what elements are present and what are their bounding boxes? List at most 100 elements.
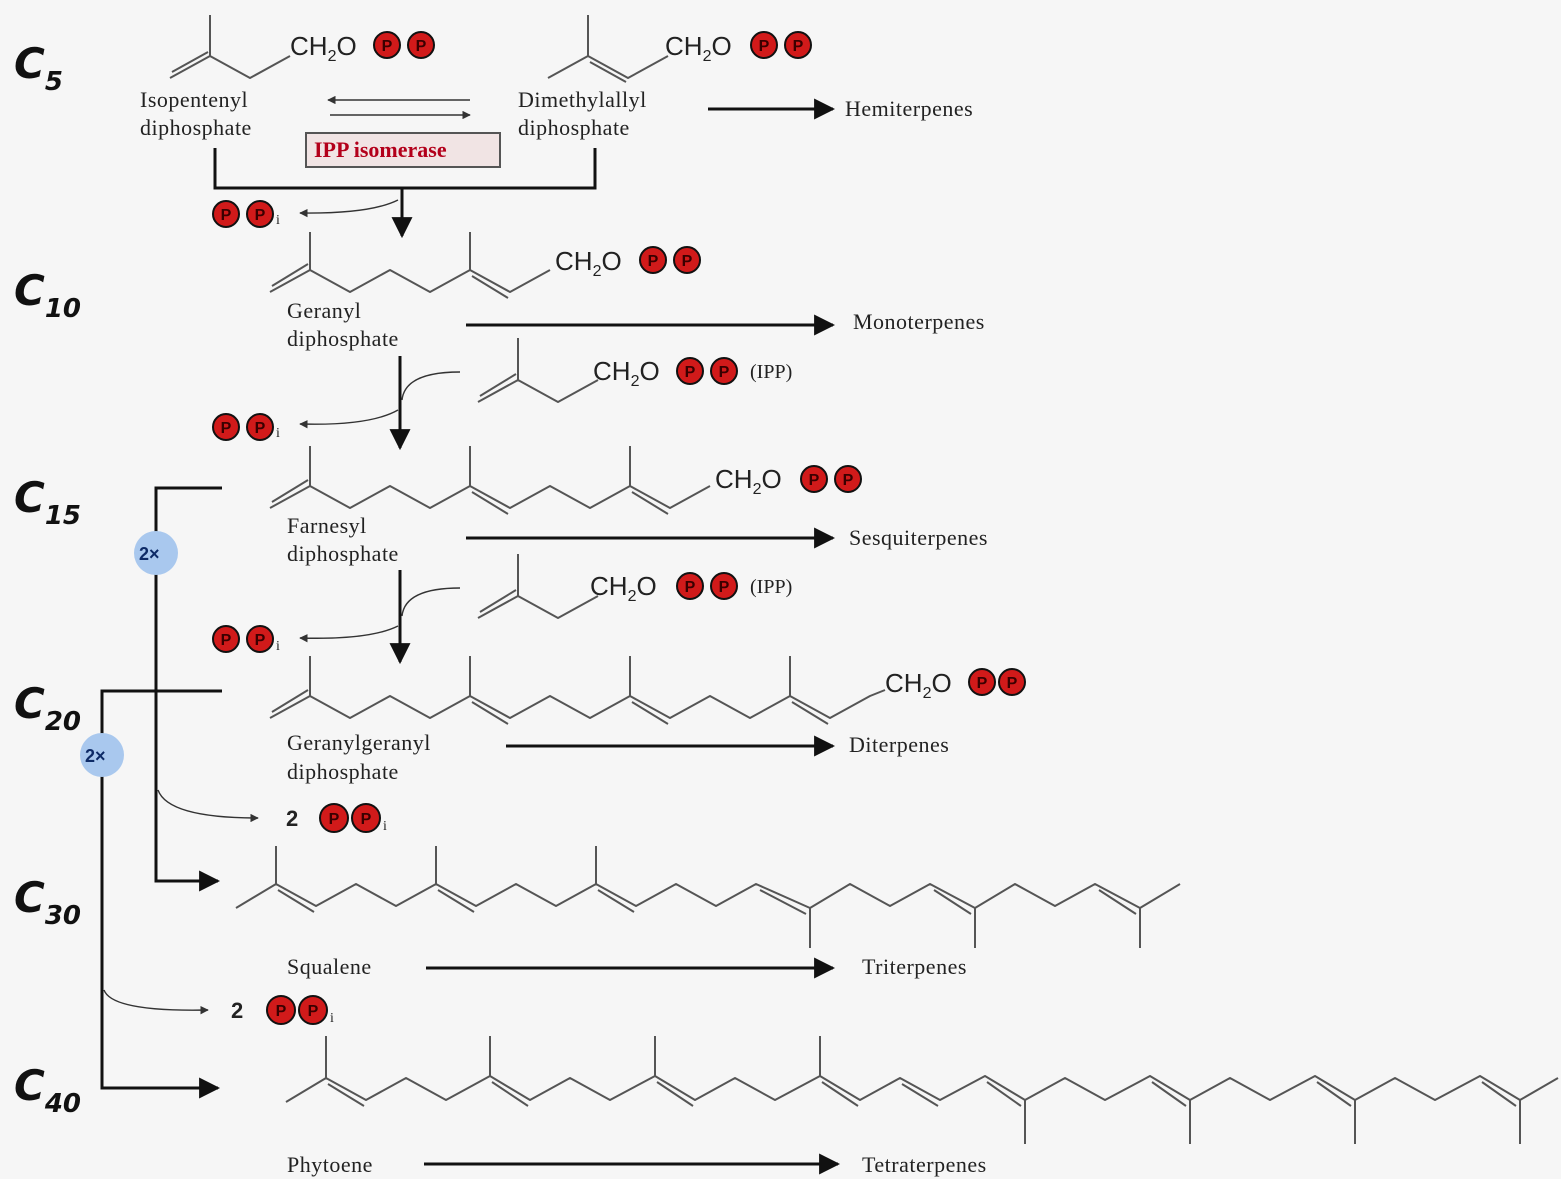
phosphate-letter: P xyxy=(276,1003,287,1020)
ppi-2-sub: i xyxy=(276,426,280,441)
level-c10: C10 xyxy=(14,266,81,324)
fpp-ch2o-group: CH2O xyxy=(715,464,782,498)
phosphate-letter: P xyxy=(1007,675,1018,692)
enzyme-label: IPP isomerase xyxy=(314,137,447,162)
product-diterpenes: Diterpenes xyxy=(849,732,949,757)
phosphate-letter: P xyxy=(793,38,804,55)
gpp-structure xyxy=(269,232,551,299)
ipp-add-2-ch2o-group: CH2O xyxy=(590,571,657,605)
ggpp-multiplier-badge xyxy=(80,733,124,777)
level-c15: C15 xyxy=(14,473,81,531)
dmapp-ch2o-group: CH2O xyxy=(665,31,732,65)
phosphate-letter: P xyxy=(685,579,696,596)
ipp-join-curve-1 xyxy=(401,371,461,401)
phosphate-letter: P xyxy=(759,38,770,55)
fpp-structure xyxy=(269,446,711,515)
squalene-name: Squalene xyxy=(287,954,372,979)
squalene-structure xyxy=(235,846,1181,948)
ipp-structure xyxy=(169,15,291,79)
phosphate-letter: P xyxy=(843,472,854,489)
ggpp-structure xyxy=(269,656,886,725)
ppi-release-2 xyxy=(299,409,399,429)
gpp-name-line1: Geranyl xyxy=(287,298,361,323)
phosphate-letter: P xyxy=(809,472,820,489)
level-c20: C20 xyxy=(14,679,81,737)
fpp-name-line2: diphosphate xyxy=(287,541,399,566)
product-triterpenes: Triterpenes xyxy=(862,954,967,979)
phosphate-letter: P xyxy=(308,1003,319,1020)
ipp-add-structure-1 xyxy=(477,338,599,403)
phosphate-letter: P xyxy=(361,811,372,828)
ipp-join-curve-2 xyxy=(401,587,461,617)
ppi-release-4 xyxy=(157,789,259,823)
gpp-ch2o-group: CH2O xyxy=(555,246,622,280)
phosphate-letter: P xyxy=(329,811,340,828)
ppi-release-5 xyxy=(103,989,209,1015)
ggpp-dimerization-path xyxy=(100,689,222,1099)
ipp-add-1-ch2o-group: CH2O xyxy=(593,356,660,390)
ppi-5-sub: i xyxy=(330,1011,334,1026)
phosphate-letter: P xyxy=(416,38,427,55)
fpp-multiplier-badge xyxy=(134,531,178,575)
phosphate-letter: P xyxy=(221,420,232,437)
ggpp-name-line2: diphosphate xyxy=(287,759,399,784)
phosphate-letter: P xyxy=(719,364,730,381)
ggpp-multiplier-label: 2× xyxy=(85,746,106,766)
fpp-dimerization-path xyxy=(154,486,222,892)
dmapp-structure xyxy=(547,15,669,83)
ppi-4-sub: i xyxy=(383,819,387,834)
level-c30: C30 xyxy=(14,873,81,931)
product-monoterpenes: Monoterpenes xyxy=(853,309,985,334)
phosphate-letter: P xyxy=(255,632,266,649)
level-c40: C40 xyxy=(14,1061,81,1119)
product-sesquiterpenes: Sesquiterpenes xyxy=(849,525,988,550)
dmapp-name-line1: Dimethylallyl xyxy=(518,87,647,112)
product-tetraterpenes: Tetraterpenes xyxy=(862,1152,987,1177)
ppi-release-1 xyxy=(299,199,399,218)
ppi-5-coef: 2 xyxy=(231,998,243,1023)
phosphate-letter: P xyxy=(977,675,988,692)
ggpp-ch2o-group: CH2O xyxy=(885,668,952,702)
ggpp-name-line1: Geranylgeranyl xyxy=(287,730,431,755)
phosphate-letter: P xyxy=(648,253,659,270)
enzyme-box xyxy=(305,132,501,168)
phosphate-letter: P xyxy=(255,207,266,224)
phytoene-structure xyxy=(285,1036,1559,1144)
phytoene-name: Phytoene xyxy=(287,1152,373,1177)
phosphate-letter: P xyxy=(719,579,730,596)
fpp-multiplier-label: 2× xyxy=(139,544,160,564)
phosphate-letter: P xyxy=(221,207,232,224)
product-hemiterpenes: Hemiterpenes xyxy=(845,96,973,121)
ipp-name-line2: diphosphate xyxy=(140,115,252,140)
condensation-bracket xyxy=(213,148,597,190)
phosphate-letter: P xyxy=(255,420,266,437)
ppi-1-sub: i xyxy=(276,213,280,228)
phosphate-letter: P xyxy=(221,632,232,649)
phosphate-letter: P xyxy=(685,364,696,381)
ipp-add-structure-2 xyxy=(477,554,599,619)
ipp-add-2-label: (IPP) xyxy=(750,576,792,598)
ppi-4-coef: 2 xyxy=(286,806,298,831)
ppi-3-sub: i xyxy=(276,639,280,654)
dmapp-name-line2: diphosphate xyxy=(518,115,630,140)
level-c5: C5 xyxy=(14,39,63,97)
ipp-ch2o-group: CH2O xyxy=(290,31,357,65)
phosphate-letter: P xyxy=(682,253,693,270)
gpp-name-line2: diphosphate xyxy=(287,326,399,351)
ipp-add-1-label: (IPP) xyxy=(750,361,792,383)
phosphate-letter: P xyxy=(382,38,393,55)
